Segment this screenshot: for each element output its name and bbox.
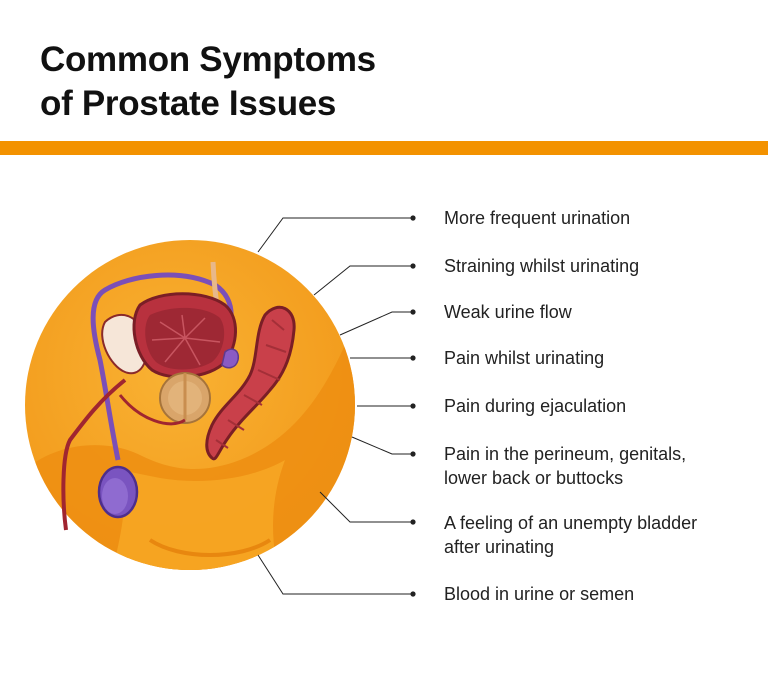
leader-lines [257,217,413,595]
symptom-label: Pain whilst urinating [444,348,605,368]
symptom-pain-perineum: Pain in the perineum, genitals, lower ba… [444,442,686,490]
symptom-label: More frequent urination [444,208,631,228]
symptom-blood: Blood in urine or semen [444,582,634,606]
title-line-1: Common Symptoms [40,40,376,79]
symptom-more-frequent-urination: More frequent urination [444,206,630,230]
vas-deferens [90,272,234,461]
symptom-weak-flow: Weak urine flow [444,300,572,324]
seminal-vesicle [221,348,240,369]
symptom-label-line-2: after urinating [444,537,555,557]
symptom-label: Pain during ejaculation [444,396,627,416]
symptom-label-line-1: Pain in the perineum, genitals, [444,444,687,464]
symptom-label: Blood in urine or semen [444,584,635,604]
symptom-straining: Straining whilst urinating [444,254,639,278]
accent-divider [0,141,768,155]
title-line-2: of Prostate Issues [40,84,337,123]
symptom-pain-ejaculation: Pain during ejaculation [444,394,626,418]
body-silhouette [25,345,355,570]
symptom-label-line-2: lower back or buttocks [444,468,624,488]
symptom-pain-urinating: Pain whilst urinating [444,346,604,370]
leader-dots [410,215,416,597]
symptom-label: Weak urine flow [444,302,572,322]
symptom-label-line-1: A feeling of an unempty bladder [444,513,698,533]
symptom-unempty-bladder: A feeling of an unempty bladder after ur… [444,511,697,559]
urethra [61,378,127,531]
page-title: Common Symptoms of Prostate Issues [40,38,376,126]
symptom-label: Straining whilst urinating [444,256,640,276]
